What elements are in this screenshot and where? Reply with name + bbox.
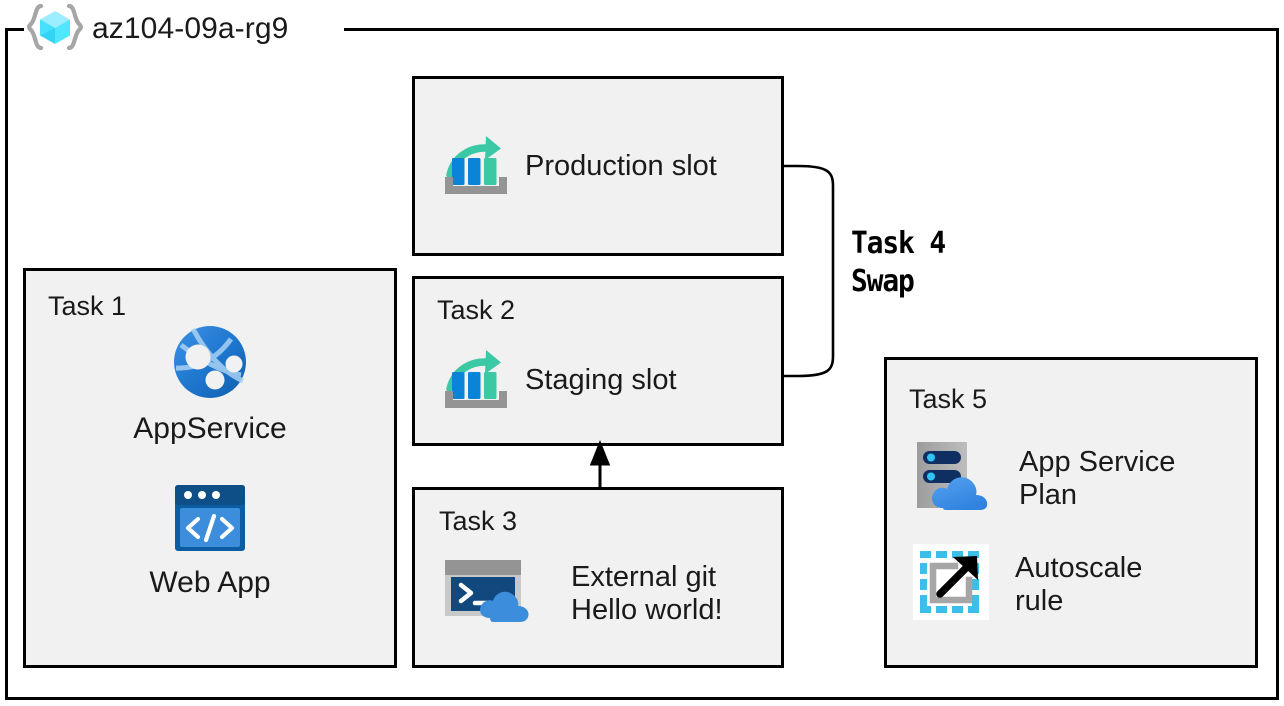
task-5-box[interactable]: Task 5 xyxy=(884,357,1258,668)
resource-group-frame xyxy=(5,28,1279,700)
app-service-plan-row: App Service Plan xyxy=(913,438,1175,519)
task-3-title: Task 3 xyxy=(439,506,518,536)
task-1-box[interactable]: Task 1 xyxy=(23,268,397,668)
deployment-slot-icon xyxy=(443,345,509,416)
external-git-label: External git Hello world! xyxy=(571,560,723,626)
web-app-icon xyxy=(173,483,247,558)
production-slot-row: Production slot xyxy=(443,131,717,202)
external-git-row: External git Hello world! xyxy=(443,556,723,631)
task-2-box[interactable]: Task 2 Staging slot xyxy=(412,276,784,446)
task-2-title: Task 2 xyxy=(437,295,516,325)
task-1-web-app-item: Web App xyxy=(26,483,394,600)
production-slot-box[interactable]: Production slot xyxy=(412,76,784,256)
task-3-box[interactable]: Task 3 External git Hello world! xyxy=(412,487,784,668)
task-5-title: Task 5 xyxy=(909,384,988,414)
autoscale-rule-row: Autoscale rule xyxy=(913,544,1142,625)
cloud-shell-icon xyxy=(443,556,535,631)
resource-group-name: az104-09a-rg9 xyxy=(92,12,289,45)
app-service-plan-icon xyxy=(913,438,993,519)
resource-group-header: az104-09a-rg9 xyxy=(26,2,289,57)
task-1-app-service-item: AppService xyxy=(26,323,394,446)
autoscale-rule-label: Autoscale rule xyxy=(1015,551,1143,617)
staging-slot-row: Staging slot xyxy=(443,345,677,416)
app-service-plan-label: App Service Plan xyxy=(1019,445,1176,511)
task-1-title: Task 1 xyxy=(48,291,127,321)
production-slot-label: Production slot xyxy=(525,150,717,182)
resource-group-cube-icon xyxy=(26,2,84,57)
web-app-label: Web App xyxy=(149,566,271,599)
deployment-slot-icon xyxy=(443,131,509,202)
app-service-icon xyxy=(171,323,249,406)
autoscale-icon xyxy=(913,544,989,625)
staging-slot-label: Staging slot xyxy=(525,364,677,396)
app-service-label: AppService xyxy=(133,412,287,445)
swap-label: Task 4 Swap xyxy=(851,226,946,299)
